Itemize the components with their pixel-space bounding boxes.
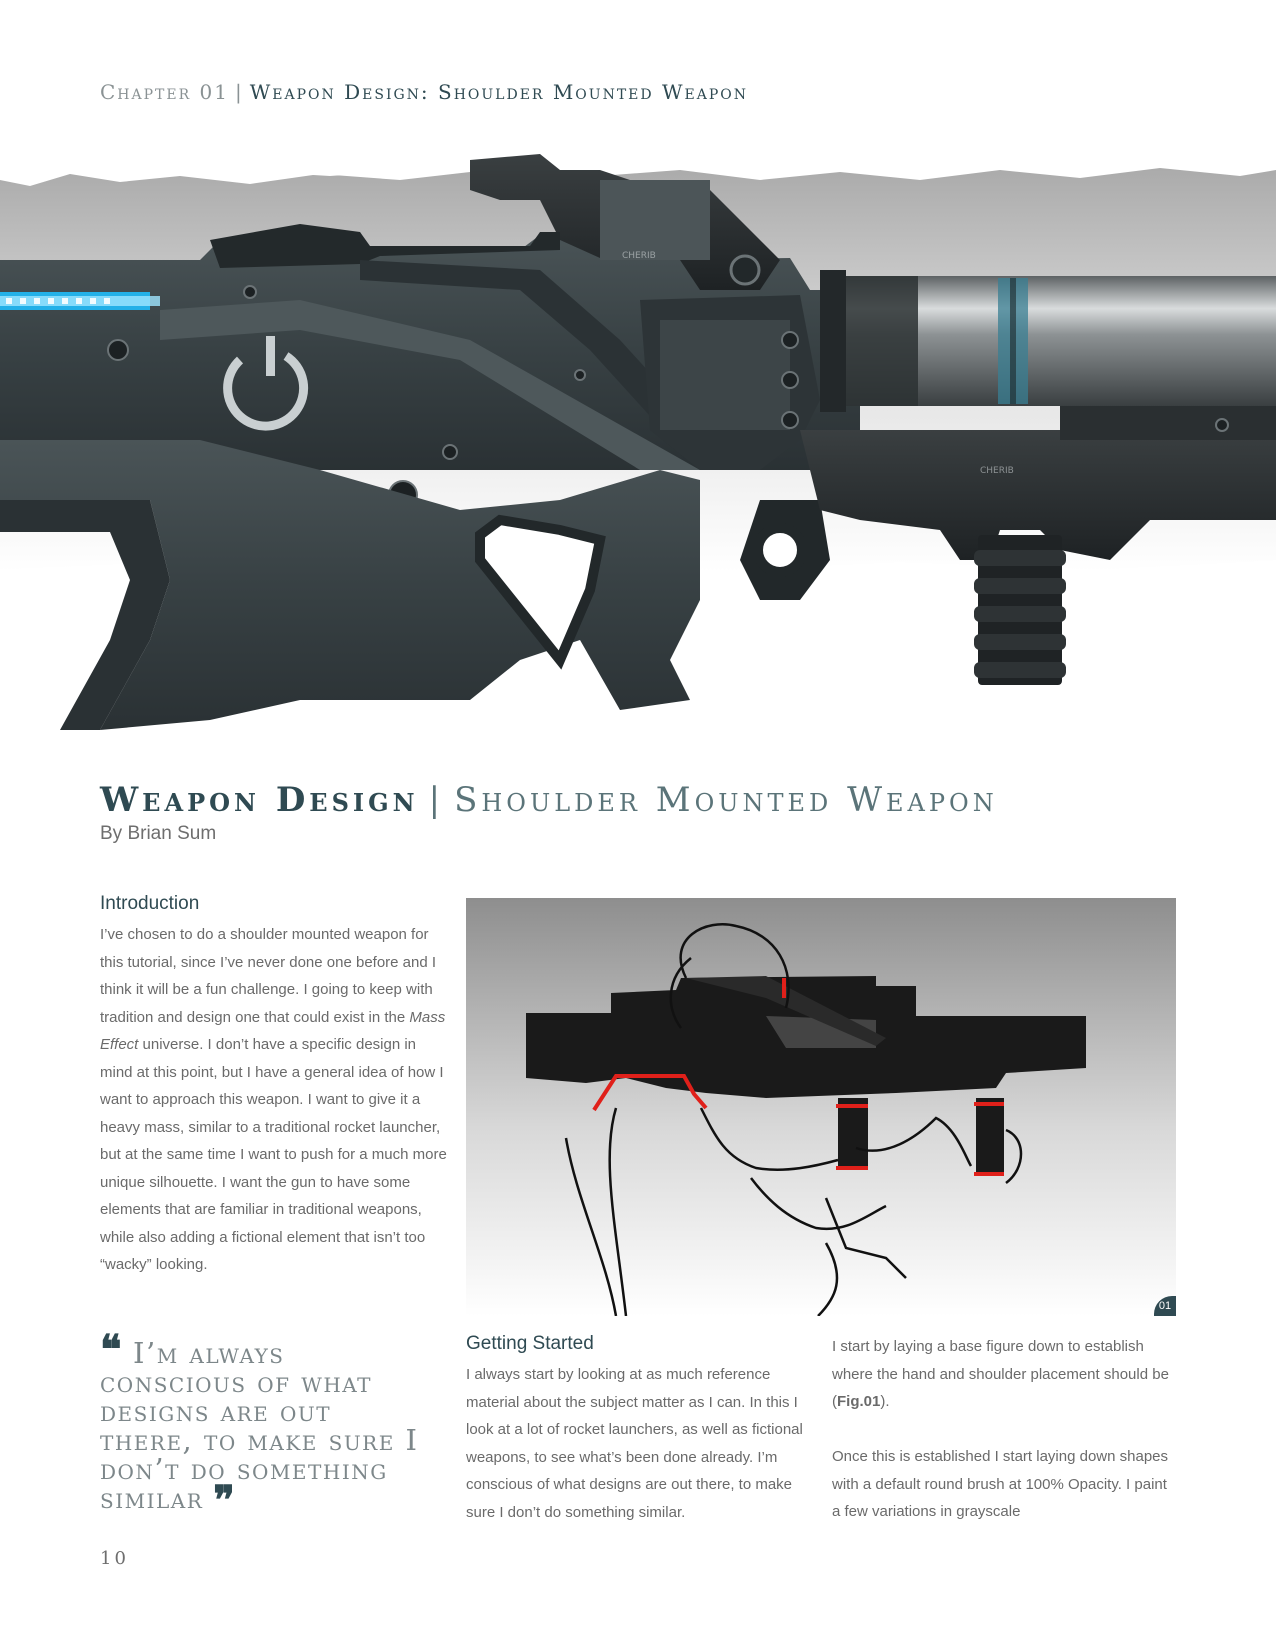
figure-tag: 01 xyxy=(1154,1296,1176,1316)
chapter-label: Chapter 01 xyxy=(100,80,229,104)
quote-open-icon: ❝ xyxy=(100,1326,124,1373)
sketch-red-markings xyxy=(592,978,1004,1176)
intro-column: Introduction I’ve chosen to do a shoulde… xyxy=(100,893,450,1279)
col3-text-a: I start by laying a base figure down to … xyxy=(832,1338,1169,1410)
sketch-figure-outline xyxy=(564,923,1023,1316)
hero-logo-text: CHERIB xyxy=(622,251,656,261)
title-separator: | xyxy=(428,780,445,820)
article-title: Weapon Design|Shoulder Mounted Weapon xyxy=(100,780,998,820)
hero-logo-text-2: CHERIB xyxy=(980,466,1014,476)
power-emblem-icon xyxy=(223,336,309,431)
quote-close-icon: ❞ xyxy=(213,1477,237,1524)
intro-text-a: I’ve chosen to do a shoulder mounted wea… xyxy=(100,926,437,1026)
getting-started-column: Getting Started I always start by lookin… xyxy=(466,1333,806,1526)
intro-paragraph: I’ve chosen to do a shoulder mounted wea… xyxy=(100,921,450,1279)
barrel xyxy=(820,270,1276,412)
running-head-title: Weapon Design: Shoulder Mounted Weapon xyxy=(249,80,749,104)
pull-quote-text: I’m always conscious of what designs are… xyxy=(100,1336,419,1515)
getting-started-paragraph: I always start by looking at as much ref… xyxy=(466,1366,803,1521)
third-column: I start by laying a base figure down to … xyxy=(832,1333,1177,1553)
pull-quote: ❝I’m always conscious of what designs ar… xyxy=(100,1330,430,1521)
hero-weapon-illustration: CHERIB CHERIB xyxy=(0,154,1276,730)
figure-01-sketch xyxy=(466,898,1176,1316)
intro-text-b: universe. I don’t have a specific design… xyxy=(100,1036,447,1273)
fig-reference: Fig.01 xyxy=(837,1393,881,1410)
page-number: 10 xyxy=(100,1548,129,1569)
title-main: Weapon Design xyxy=(100,780,419,820)
getting-started-heading: Getting Started xyxy=(466,1333,594,1354)
title-subtitle: Shoulder Mounted Weapon xyxy=(454,780,998,820)
intro-text-italic: Mass Effect xyxy=(100,1008,446,1054)
foregrip xyxy=(974,535,1066,685)
col3-paragraph-1: I start by laying a base figure down to … xyxy=(832,1333,1177,1416)
running-head: Chapter 01|Weapon Design: Shoulder Mount… xyxy=(100,80,748,104)
intro-heading: Introduction xyxy=(100,893,200,914)
running-head-separator: | xyxy=(234,80,244,104)
col3-paragraph-2: Once this is established I start laying … xyxy=(832,1448,1169,1520)
col3-text-b: ). xyxy=(880,1393,890,1410)
byline: By Brian Sum xyxy=(100,823,217,844)
